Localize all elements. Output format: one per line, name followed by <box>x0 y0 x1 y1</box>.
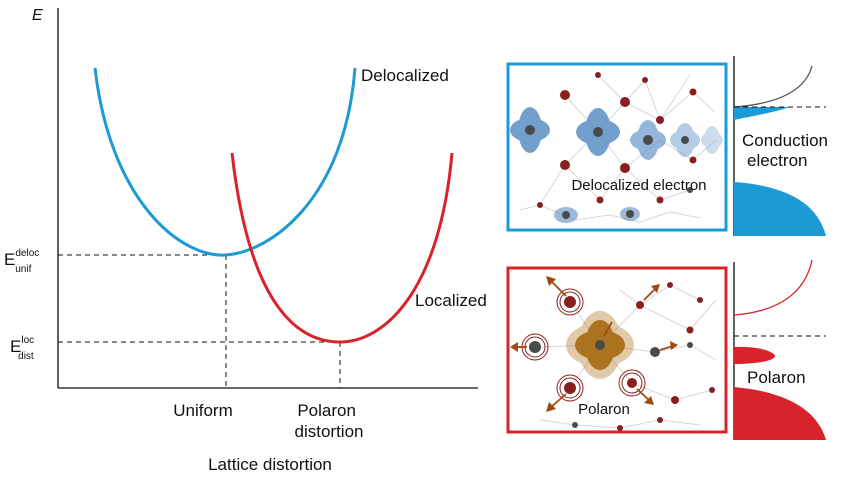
polaron-atoms <box>529 282 715 431</box>
localized-curve <box>230 152 454 344</box>
x-axis-label: Lattice distortion <box>208 455 332 474</box>
polaron-tick-label: Polaron distortion <box>295 401 364 441</box>
delocalized-curve <box>93 67 357 257</box>
delocalized-electron-label: Delocalized electron <box>571 177 706 194</box>
uniform-tick-label: Uniform <box>173 401 233 420</box>
y-axis-label: E <box>32 7 43 24</box>
polaron-image-label: Polaron <box>578 401 630 418</box>
polaron-dos-label: Polaron <box>747 368 806 387</box>
delocalized-panel: Delocalized electron Conduction electron <box>506 56 833 236</box>
delocalized-label: Delocalized <box>361 66 449 85</box>
conduction-electron-label: Conduction electron <box>742 131 833 170</box>
polaron-panel: Polaron Polaron <box>506 259 826 440</box>
delocalized-atoms <box>525 72 697 219</box>
polaron-dos: Polaron <box>733 259 826 440</box>
arrow-heads <box>510 276 678 412</box>
localized-label: Localized <box>415 291 487 310</box>
conduction-dos: Conduction electron <box>733 56 833 236</box>
